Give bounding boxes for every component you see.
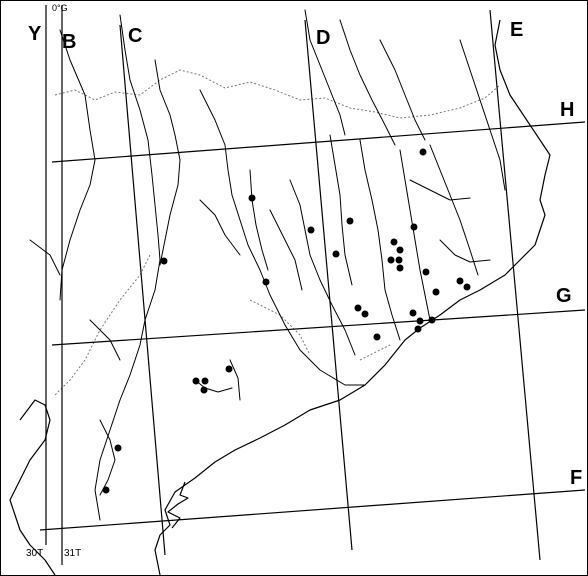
site-dot (428, 316, 436, 324)
site-dot (346, 217, 354, 225)
gridline-e (489, 9, 541, 561)
grid-letter-e: E (510, 19, 523, 41)
site-dot (396, 264, 404, 272)
zone-label-31t: 31T (64, 548, 81, 559)
site-dot (419, 148, 427, 156)
site-dot (396, 246, 404, 254)
site-dot (410, 223, 418, 231)
grid-letter-c: C (128, 25, 142, 47)
site-dot (200, 386, 208, 394)
gridline-g (51, 309, 586, 346)
site-dot (114, 444, 122, 452)
west-coast (9, 399, 56, 576)
site-dot (395, 256, 403, 264)
origin-label: 0°G (52, 3, 68, 13)
site-dot (225, 365, 233, 373)
site-dot (102, 486, 110, 494)
grid-labels: 0°G Y B C D E H G F 30T 31T (26, 3, 582, 559)
gridline-f (39, 489, 586, 531)
grid-letter-y: Y (28, 23, 42, 45)
grid-letter-h: H (560, 99, 574, 121)
site-dot (201, 377, 209, 385)
delta-coastline (167, 481, 189, 529)
grid-letter-g: G (556, 285, 572, 307)
utm-grid (39, 5, 586, 565)
site-dot (387, 256, 395, 264)
gridline-c (119, 24, 166, 556)
river-network (29, 9, 506, 521)
site-dot (248, 194, 256, 202)
site-dot (456, 277, 464, 285)
site-dot (409, 309, 417, 317)
occurrence-sites (102, 148, 471, 494)
regional-boundary (54, 69, 501, 396)
site-dot (262, 278, 270, 286)
zone-label-30t: 30T (26, 548, 43, 559)
site-dot (416, 317, 424, 325)
site-dot (354, 304, 362, 312)
gridline-d (304, 19, 353, 551)
grid-letter-b: B (62, 31, 76, 53)
site-dot (160, 257, 168, 265)
site-dot (463, 283, 471, 291)
site-dot (432, 288, 440, 296)
grid-letter-f: F (570, 467, 582, 489)
site-dot (414, 325, 422, 333)
gridline-h (51, 121, 586, 163)
site-dot (373, 333, 381, 341)
site-dot (192, 377, 200, 385)
grid-letter-d: D (316, 27, 330, 49)
site-dot (422, 268, 430, 276)
coastline (154, 19, 551, 576)
site-dot (307, 226, 315, 234)
site-dot (390, 238, 398, 246)
site-dot (332, 250, 340, 258)
site-dot (361, 310, 369, 318)
